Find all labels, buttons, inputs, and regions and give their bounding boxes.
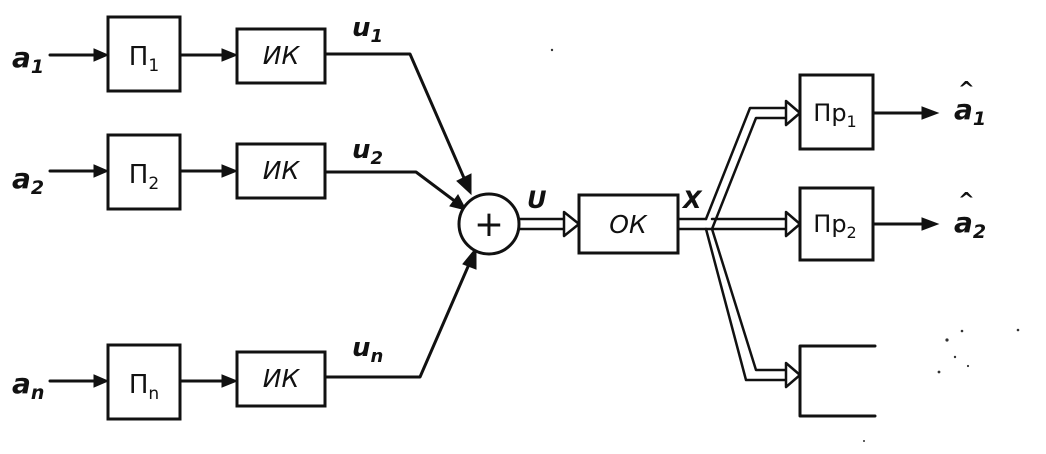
output-label-2: a2 — [954, 206, 986, 243]
input-label-a2: a2 — [12, 162, 44, 199]
receiver-block-1-label: Пр1 — [813, 99, 856, 131]
modulator-block-1: ИК — [235, 27, 327, 85]
sum-signal-label: U — [527, 186, 547, 214]
modulator-block-n-label: ИК — [263, 364, 301, 393]
encoder-block-1: П1 — [106, 15, 182, 93]
signal-wire-u1 — [323, 52, 472, 196]
input-arrow-n — [48, 374, 110, 388]
receiver-block-n-partial — [798, 344, 877, 418]
signal-wire-u2 — [323, 170, 467, 211]
modulator-block-1-label: ИК — [263, 41, 301, 70]
hat-symbol-2: ^ — [958, 188, 975, 212]
input-arrow-2 — [48, 164, 110, 178]
output-label-a2-hat: ^ a2 — [954, 188, 986, 243]
channel-block: ОК — [577, 193, 680, 255]
sum-double-arrow — [517, 210, 581, 238]
modulator-block-n: ИК — [235, 350, 327, 408]
input-label-an: an — [12, 367, 44, 404]
encoder-arrow-1 — [178, 48, 239, 62]
adder-plus-symbol: + — [474, 204, 504, 245]
encoder-block-2-label: П2 — [129, 160, 159, 194]
fanout-double-lines — [676, 99, 802, 389]
signal-label-u1: u1 — [352, 13, 383, 47]
signal-label-u2: u2 — [352, 135, 383, 169]
modulator-block-2: ИК — [235, 142, 327, 200]
channel-output-label: X — [681, 186, 703, 214]
output-label-a1-hat: ^ a1 — [954, 77, 986, 130]
output-arrow-1 — [871, 106, 940, 120]
encoder-block-2: П2 — [106, 133, 182, 211]
encoder-block-1-label: П1 — [129, 42, 159, 76]
hat-symbol-1: ^ — [958, 77, 975, 101]
output-label-1: a1 — [954, 93, 986, 130]
input-arrow-1 — [48, 48, 110, 62]
input-label-a1: a1 — [12, 41, 44, 78]
scan-noise — [550, 48, 1020, 442]
output-arrow-2 — [871, 217, 940, 231]
signal-wire-un — [323, 246, 477, 379]
receiver-block-1: Пр1 — [798, 73, 875, 151]
encoder-arrow-n — [178, 374, 239, 388]
encoder-block-n-label: Пn — [129, 370, 159, 404]
receiver-block-2-label: Пр2 — [813, 210, 856, 242]
encoder-arrow-2 — [178, 164, 239, 178]
encoder-block-n: Пn — [106, 343, 182, 421]
modulator-block-2-label: ИК — [263, 156, 301, 185]
channel-block-label: ОК — [609, 210, 648, 239]
receiver-block-2: Пр2 — [798, 186, 875, 262]
adder: + — [457, 192, 521, 256]
signal-label-un: un — [352, 333, 383, 367]
